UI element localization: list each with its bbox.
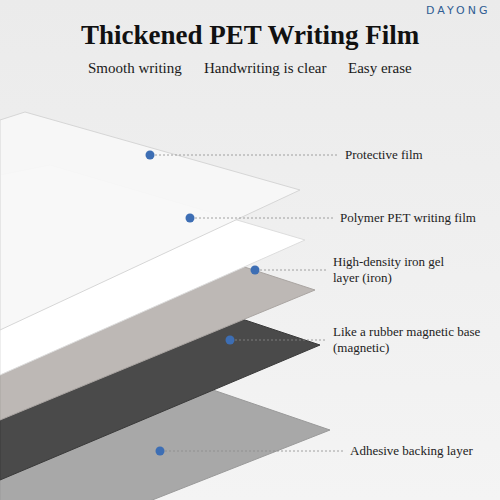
layer-label: Like a rubber magnetic base (magnetic) xyxy=(333,324,483,357)
leader-line xyxy=(235,340,327,341)
feature-text: Handwriting is clear xyxy=(204,60,326,77)
feature-text: Smooth writing xyxy=(88,60,182,77)
feature-text: Easy erase xyxy=(348,60,412,77)
title: Thickened PET Writing Film xyxy=(81,20,419,51)
callout-dot xyxy=(186,214,195,223)
layer-label: Polymer PET writing film xyxy=(340,210,476,226)
leader-line xyxy=(165,451,344,452)
protective-sheet xyxy=(0,112,300,330)
layer-label: High-density iron gel layer (iron) xyxy=(333,254,461,287)
callout-dot xyxy=(226,336,235,345)
callout-dot xyxy=(251,266,260,275)
leader-line xyxy=(155,155,339,156)
leader-line xyxy=(195,218,334,219)
callout-dot xyxy=(146,151,155,160)
leader-line xyxy=(260,270,327,271)
layer-label: Protective film xyxy=(345,147,423,163)
brand-logo: DAYONG xyxy=(426,4,490,17)
callout-dot xyxy=(156,447,165,456)
layer-label: Adhesive backing layer xyxy=(350,443,473,459)
